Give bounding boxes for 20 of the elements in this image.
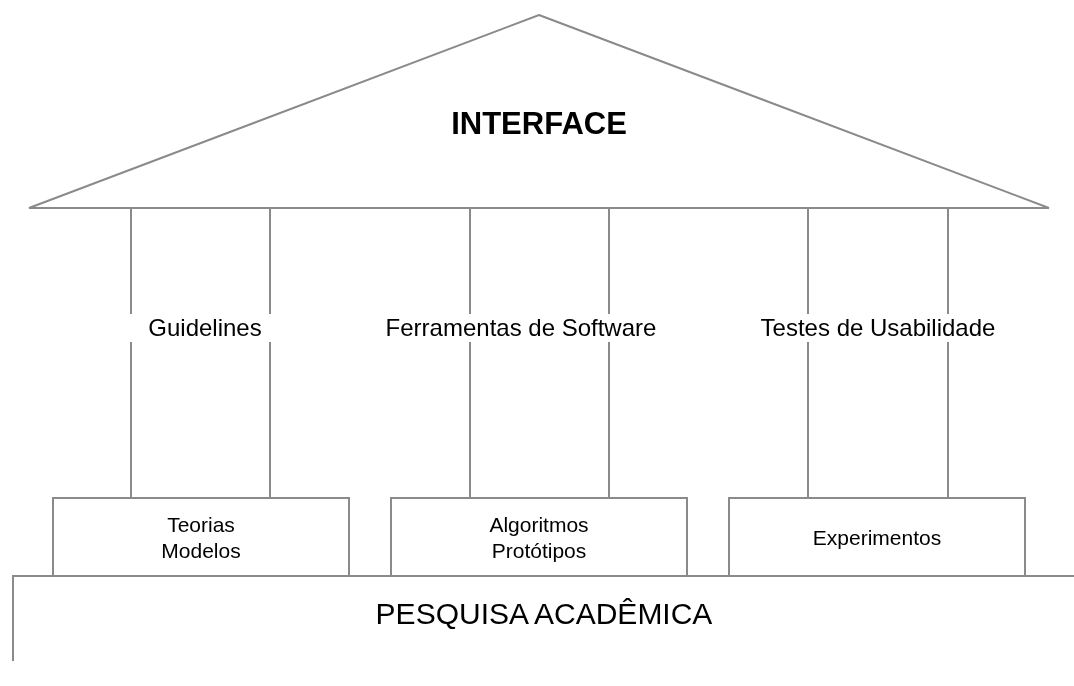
pillar-line <box>269 341 271 498</box>
pillar-label: Ferramentas de Software <box>385 314 657 342</box>
foundation-block: Algoritmos Protótipos <box>390 497 688 576</box>
pillar-line <box>807 341 809 498</box>
pillar-line <box>469 341 471 498</box>
pillar-line <box>608 208 610 315</box>
pillar-line <box>947 341 949 498</box>
pillar-line <box>469 208 471 315</box>
pillar-line <box>608 341 610 498</box>
roof-title: INTERFACE <box>451 106 627 142</box>
foundation-block: Teorias Modelos <box>52 497 350 576</box>
pillar-label: Guidelines <box>148 314 262 342</box>
foundation-block: Experimentos <box>728 497 1026 576</box>
pillar-label: Testes de Usabilidade <box>760 314 996 342</box>
base-platform: PESQUISA ACADÊMICA <box>12 575 1074 661</box>
pillar-line <box>130 208 132 315</box>
pillar-line <box>947 208 949 315</box>
pillar-line <box>130 341 132 498</box>
pillar-line <box>807 208 809 315</box>
pillar-line <box>269 208 271 315</box>
